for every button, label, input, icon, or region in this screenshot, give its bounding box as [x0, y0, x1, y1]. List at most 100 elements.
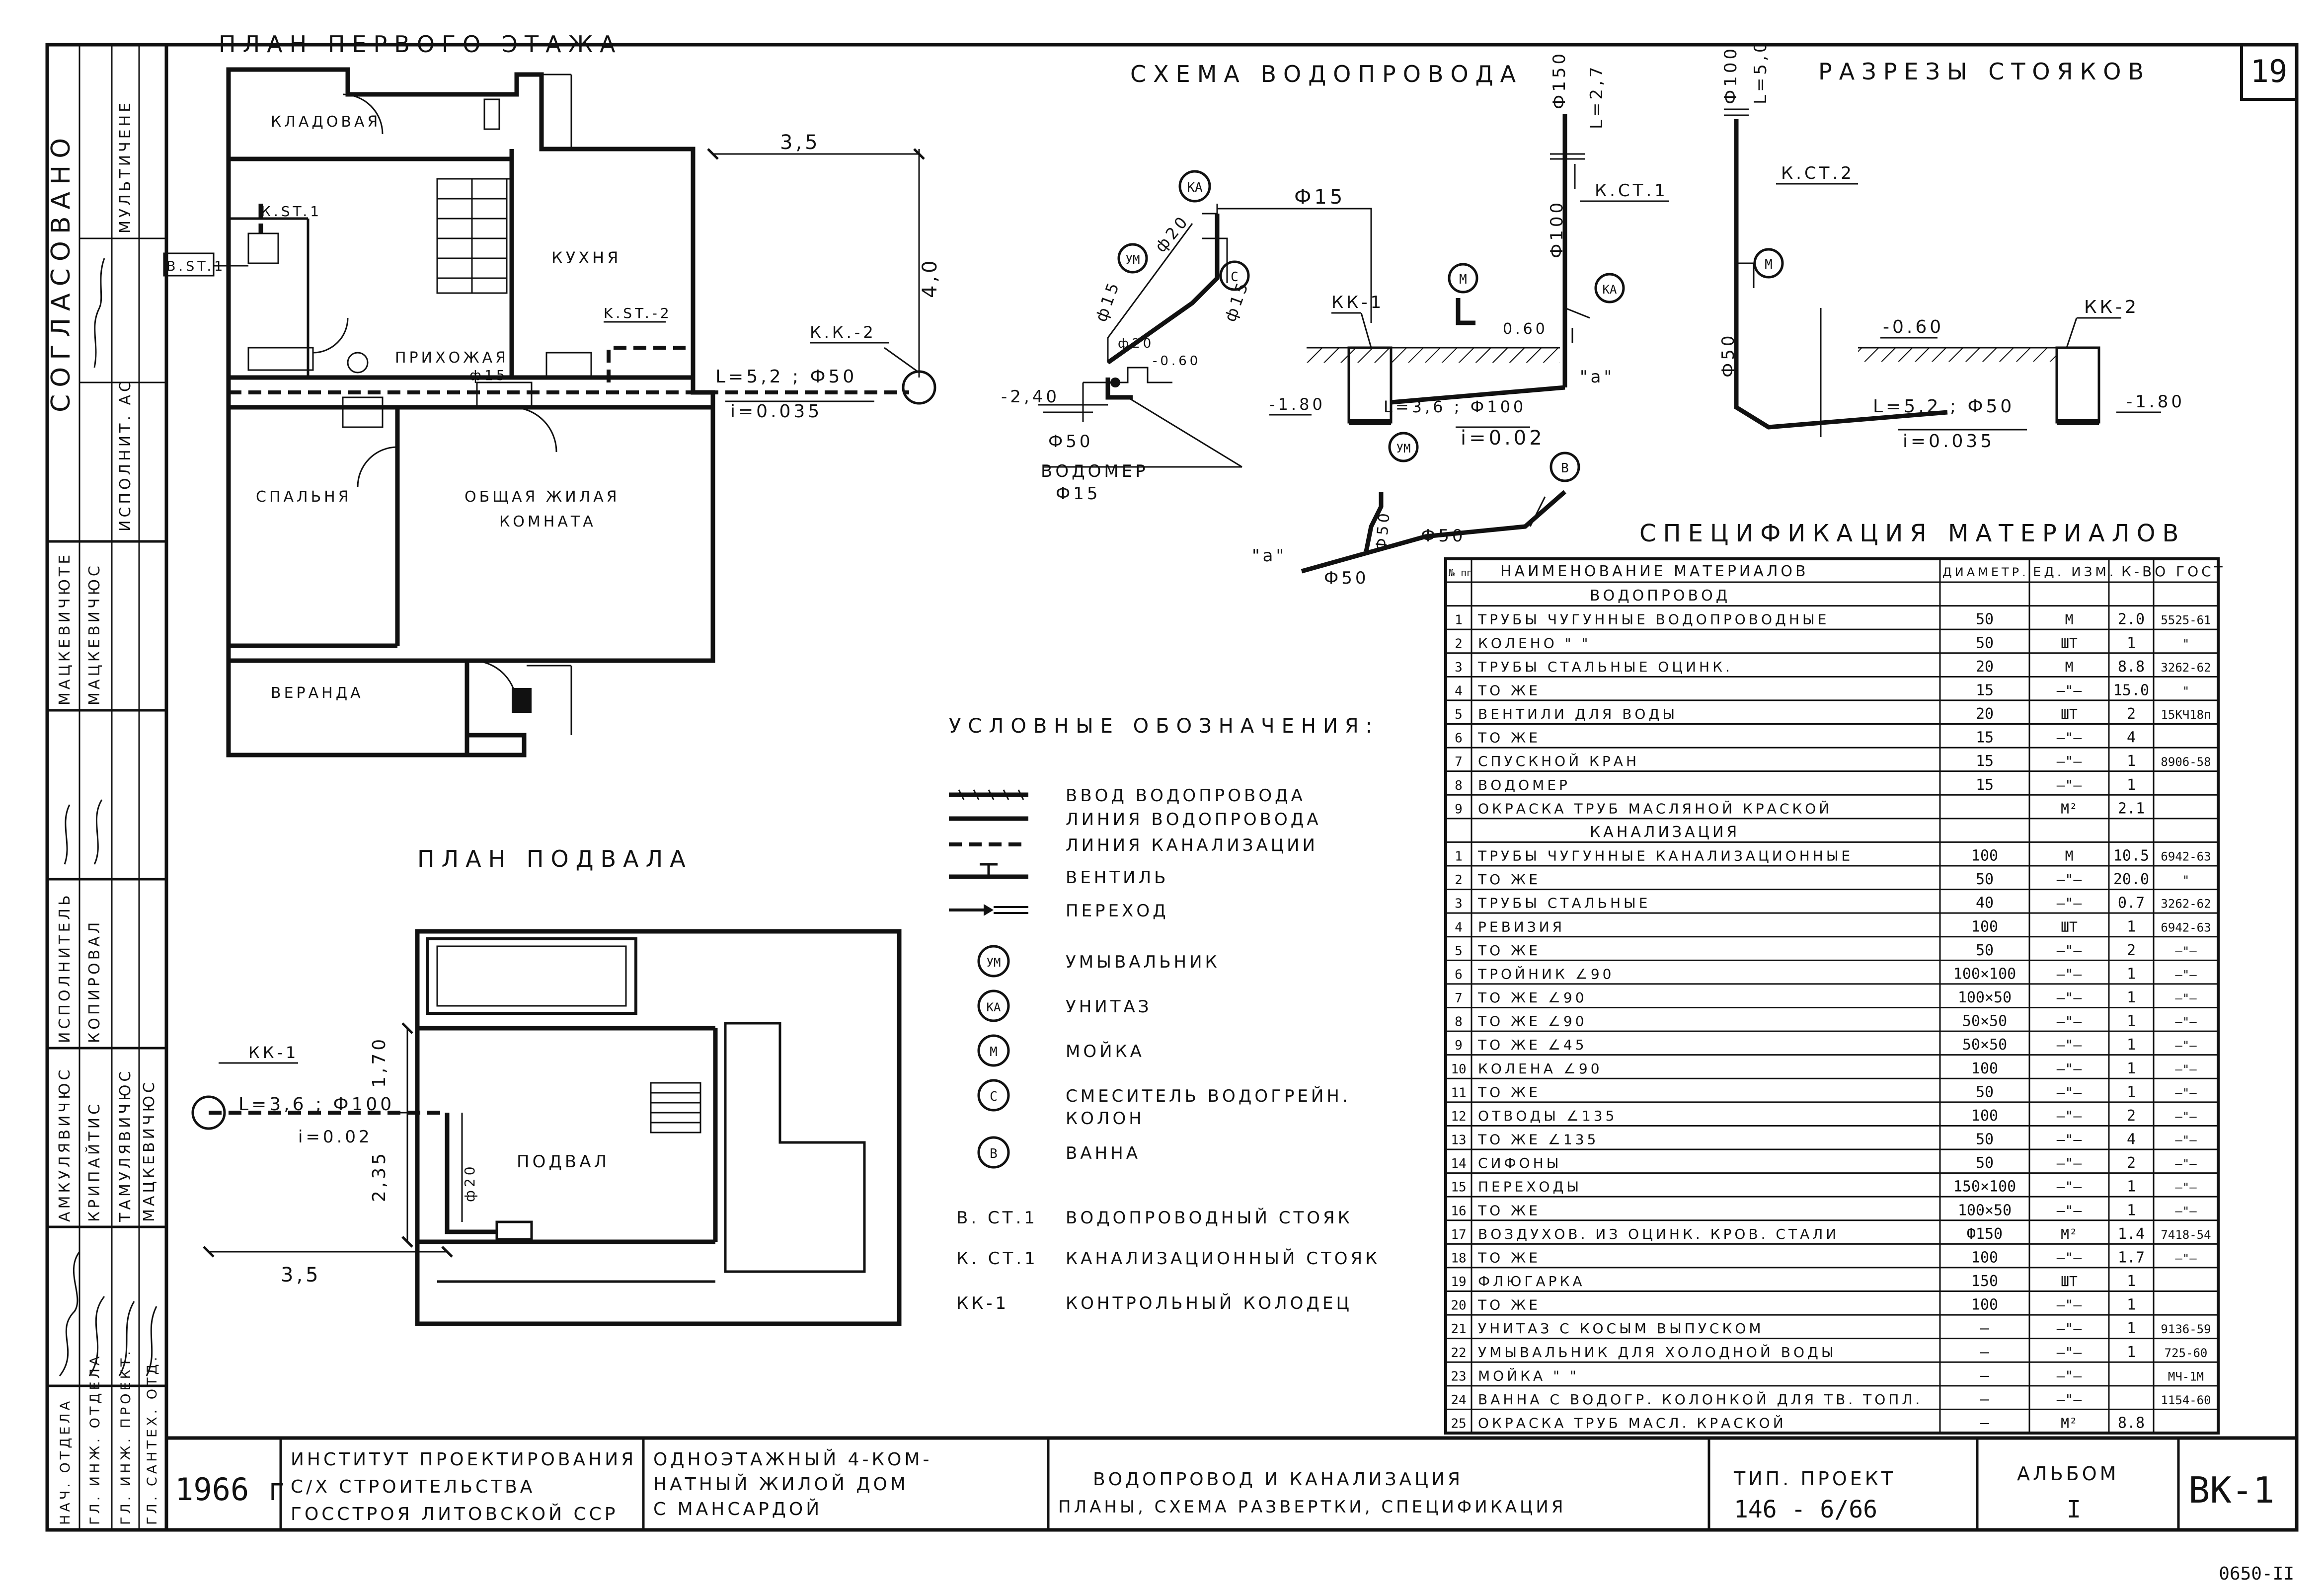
- archive-number: 0650-II: [2219, 1564, 2294, 1584]
- basement-room: ПОДВАЛ: [517, 1152, 610, 1172]
- legend-symbol-2-code: КА: [987, 1000, 1001, 1014]
- spec-cell-diam: Ф150: [1967, 1225, 2003, 1243]
- mixer-symbol-icon: [977, 1079, 1010, 1112]
- spec-cell-unit: —"—: [2057, 1344, 2082, 1361]
- side-stamp: СОГЛАСОВАНО МУЛЬТИЧЕНЕ ИСПОЛНИТ. АС МАЦК…: [45, 43, 168, 1532]
- ground-pipe-length: L=5,2 ; Ф50: [715, 367, 857, 387]
- spec-cell-qty: 1: [2127, 1083, 2136, 1101]
- agreed-row-1: МУЛЬТИЧЕНЕ: [117, 100, 134, 233]
- spec-cell-unit: —"—: [2057, 1391, 2082, 1408]
- spec-cell-n: 5: [1455, 707, 1463, 722]
- spec-cell-n: 19: [1451, 1275, 1466, 1289]
- spec-cell-qty: 2: [2127, 705, 2136, 723]
- tb-institute-1: ИНСТИТУТ ПРОЕКТИРОВАНИЯ: [291, 1449, 636, 1470]
- spec-cell-n: 23: [1451, 1369, 1466, 1384]
- vst1-label: B.ST.1: [166, 259, 226, 274]
- spec-cell-diam: 100: [1971, 1107, 1998, 1125]
- spec-cell-name: ОКРАСКА ТРУБ МАСЛЯНОЙ КРАСКОЙ: [1478, 800, 1832, 817]
- spec-cell-n: 6: [1455, 967, 1463, 982]
- spec-cell-name: ВОДОМЕР: [1478, 777, 1570, 793]
- spec-cell-qty: 8.8: [2118, 658, 2145, 676]
- spec-cell-gost: —"—: [2175, 1062, 2197, 1076]
- spec-cell-diam: 100: [1971, 1296, 1998, 1314]
- spec-cell-diam: 20: [1976, 705, 1994, 723]
- spec-cell-diam: —: [1980, 1344, 1990, 1361]
- legend-symbol-3: МОЙКА: [1066, 1041, 1145, 1061]
- riser-sections: РАЗРЕЗЫ СТОЯКОВ Ф100 L=5,0 К.СТ.2 М Ф50 …: [1718, 39, 2182, 452]
- spec-cell-name: ОКРАСКА ТРУБ МАСЛ. КРАСКОЙ: [1478, 1415, 1786, 1432]
- manhole-kk1: [191, 1095, 226, 1130]
- spec-cell-qty: 1: [2127, 1013, 2136, 1030]
- spec-cell-name: ТРОЙНИК ∠90: [1477, 965, 1614, 982]
- spec-cell-gost: 6942-63: [2161, 850, 2211, 864]
- spec-cell-name: УНИТАЗ С КОСЫМ ВЫПУСКОМ: [1478, 1320, 1764, 1337]
- spec-cell-diam: 50: [1976, 611, 1994, 628]
- spec-cell-unit: —"—: [2057, 989, 2082, 1006]
- spec-cell-n: 7: [1455, 991, 1463, 1006]
- veranda-walls: [226, 658, 469, 757]
- spec-cell-n: 15: [1451, 1180, 1466, 1195]
- legend-abbr-3-code: КК-1: [956, 1293, 1009, 1313]
- spec-cell-unit: ШТ: [2061, 635, 2078, 651]
- spec-header-unit: ЕД. ИЗМ.: [2033, 565, 2116, 580]
- spec-cell-n: 8: [1455, 1015, 1463, 1030]
- kst2-label: K.ST.-2: [604, 305, 672, 321]
- spec-cell-gost: ": [2182, 684, 2189, 698]
- spec-cell-unit: —"—: [2057, 1013, 2082, 1030]
- basement-title: ПЛАН ПОДВАЛА: [417, 845, 693, 872]
- legend-line-4: ВЕНТИЛЬ: [1066, 868, 1168, 888]
- spec-cell-qty: 1: [2127, 965, 2136, 983]
- sink-symbol-icon: [977, 1034, 1010, 1067]
- basement-pipe-length: L=3,6 ; Ф100: [238, 1094, 394, 1115]
- spec-cell-diam: 100×50: [1958, 989, 2012, 1006]
- ws-mark-060: -0.60: [1153, 354, 1201, 369]
- spec-cell-n: 18: [1451, 1251, 1466, 1266]
- spec-cell-name: СПУСКНОЙ КРАН: [1478, 753, 1639, 769]
- ss-a-mark-upper: "а": [1580, 367, 1615, 387]
- spec-cell-n: 9: [1455, 802, 1463, 817]
- ws-meter-d: Ф15: [1056, 484, 1101, 504]
- tb-sheet-code: ВК-1: [2188, 1469, 2274, 1511]
- spec-cell-name: ТО ЖЕ: [1477, 682, 1541, 698]
- stair: [436, 178, 508, 294]
- spec-cell-gost: —"—: [2175, 991, 2197, 1005]
- stamp-col-1-name: МАЦКЕВИЧЮС: [86, 563, 103, 705]
- basement-d20: ф20: [462, 1163, 478, 1202]
- rs-slope: i=0.035: [1903, 431, 1995, 452]
- ss-circle-m: М: [1459, 272, 1467, 287]
- spec-cell-n: 12: [1451, 1109, 1466, 1124]
- spec-cell-name: ТО ЖЕ: [1477, 730, 1541, 746]
- legend-line-3: ЛИНИЯ КАНАЛИЗАЦИИ: [1066, 835, 1318, 855]
- legend-line-5: ПЕРЕХОД: [1066, 901, 1169, 921]
- legend-abbr-1: ВОДОПРОВОДНЫЙ СТОЯК: [1066, 1208, 1353, 1228]
- stamp-lower-2: ГЛ. ИНЖ. ОТДЕЛА: [87, 1354, 103, 1525]
- spec-cell-n: 14: [1451, 1156, 1466, 1171]
- spec-cell-gost: 1154-60: [2161, 1393, 2211, 1407]
- spec-cell-n: 17: [1451, 1227, 1466, 1242]
- stamp-lower-1: НАЧ. ОТДЕЛА: [58, 1398, 73, 1525]
- spec-cell-name: ПЕРЕХОДЫ: [1478, 1179, 1582, 1195]
- spec-cell-name: ТРУБЫ СТАЛЬНЫЕ ОЦИНК.: [1477, 659, 1733, 675]
- spec-cell-n: 22: [1451, 1346, 1466, 1361]
- spec-cell-gost: —"—: [2175, 1015, 2197, 1029]
- spec-cell-name: ТО ЖЕ: [1477, 1249, 1541, 1266]
- spec-cell-name: ТО ЖЕ: [1477, 1297, 1541, 1313]
- spec-cell-n: 21: [1451, 1322, 1466, 1337]
- spec-cell-n: 20: [1451, 1298, 1466, 1313]
- legend-symbol-4-code: С: [990, 1089, 998, 1104]
- agreed-row-2: ИСПОЛНИТ. АС: [117, 379, 134, 531]
- spec-cell-qty: 2: [2127, 942, 2136, 959]
- spec-cell-unit: —"—: [2057, 1367, 2082, 1384]
- spec-cell-diam: 50: [1976, 1131, 1994, 1148]
- spec-cell-n: 8: [1455, 778, 1463, 793]
- spec-cell-diam: 50: [1976, 871, 1994, 888]
